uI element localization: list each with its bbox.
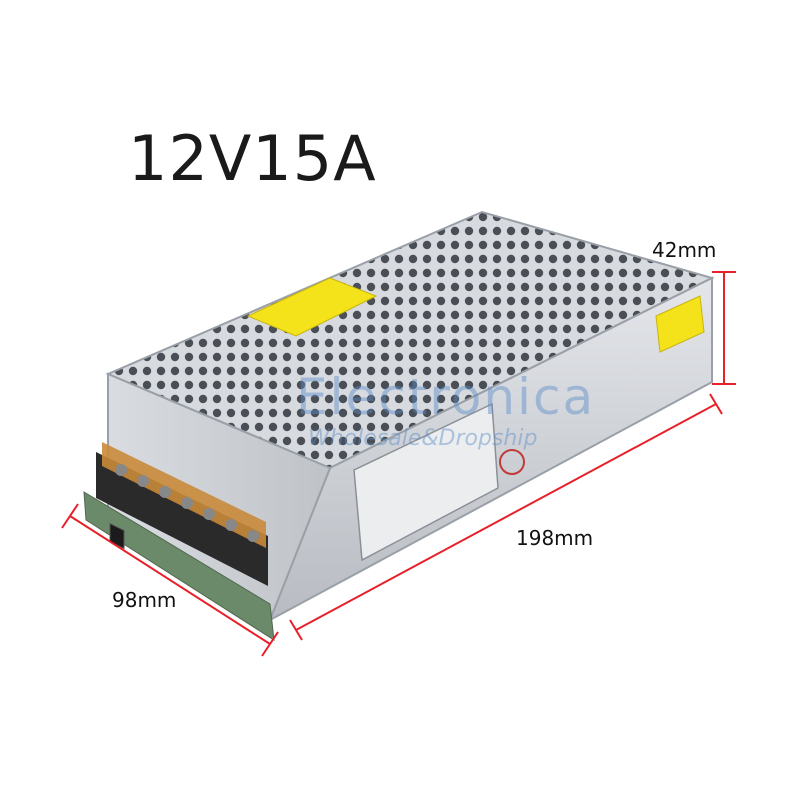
warning-sticker-side — [655, 295, 705, 353]
watermark-sub: Wholesale&Dropship — [308, 426, 538, 451]
length-dimension-line — [295, 403, 717, 631]
product-label — [353, 402, 499, 562]
watermark-main: Electronica — [296, 368, 596, 426]
product-title: 12V15A — [128, 122, 377, 195]
pcb-base — [83, 491, 275, 641]
length-dimension-label: 198mm — [516, 526, 594, 550]
height-dimension-label: 42mm — [652, 238, 717, 262]
warning-sticker-top — [246, 277, 378, 337]
width-dimension-label: 98mm — [112, 588, 177, 612]
dimension-lines — [61, 271, 736, 657]
certification-seal — [499, 449, 525, 475]
width-dimension-line — [69, 515, 271, 645]
terminal-block — [96, 442, 268, 586]
